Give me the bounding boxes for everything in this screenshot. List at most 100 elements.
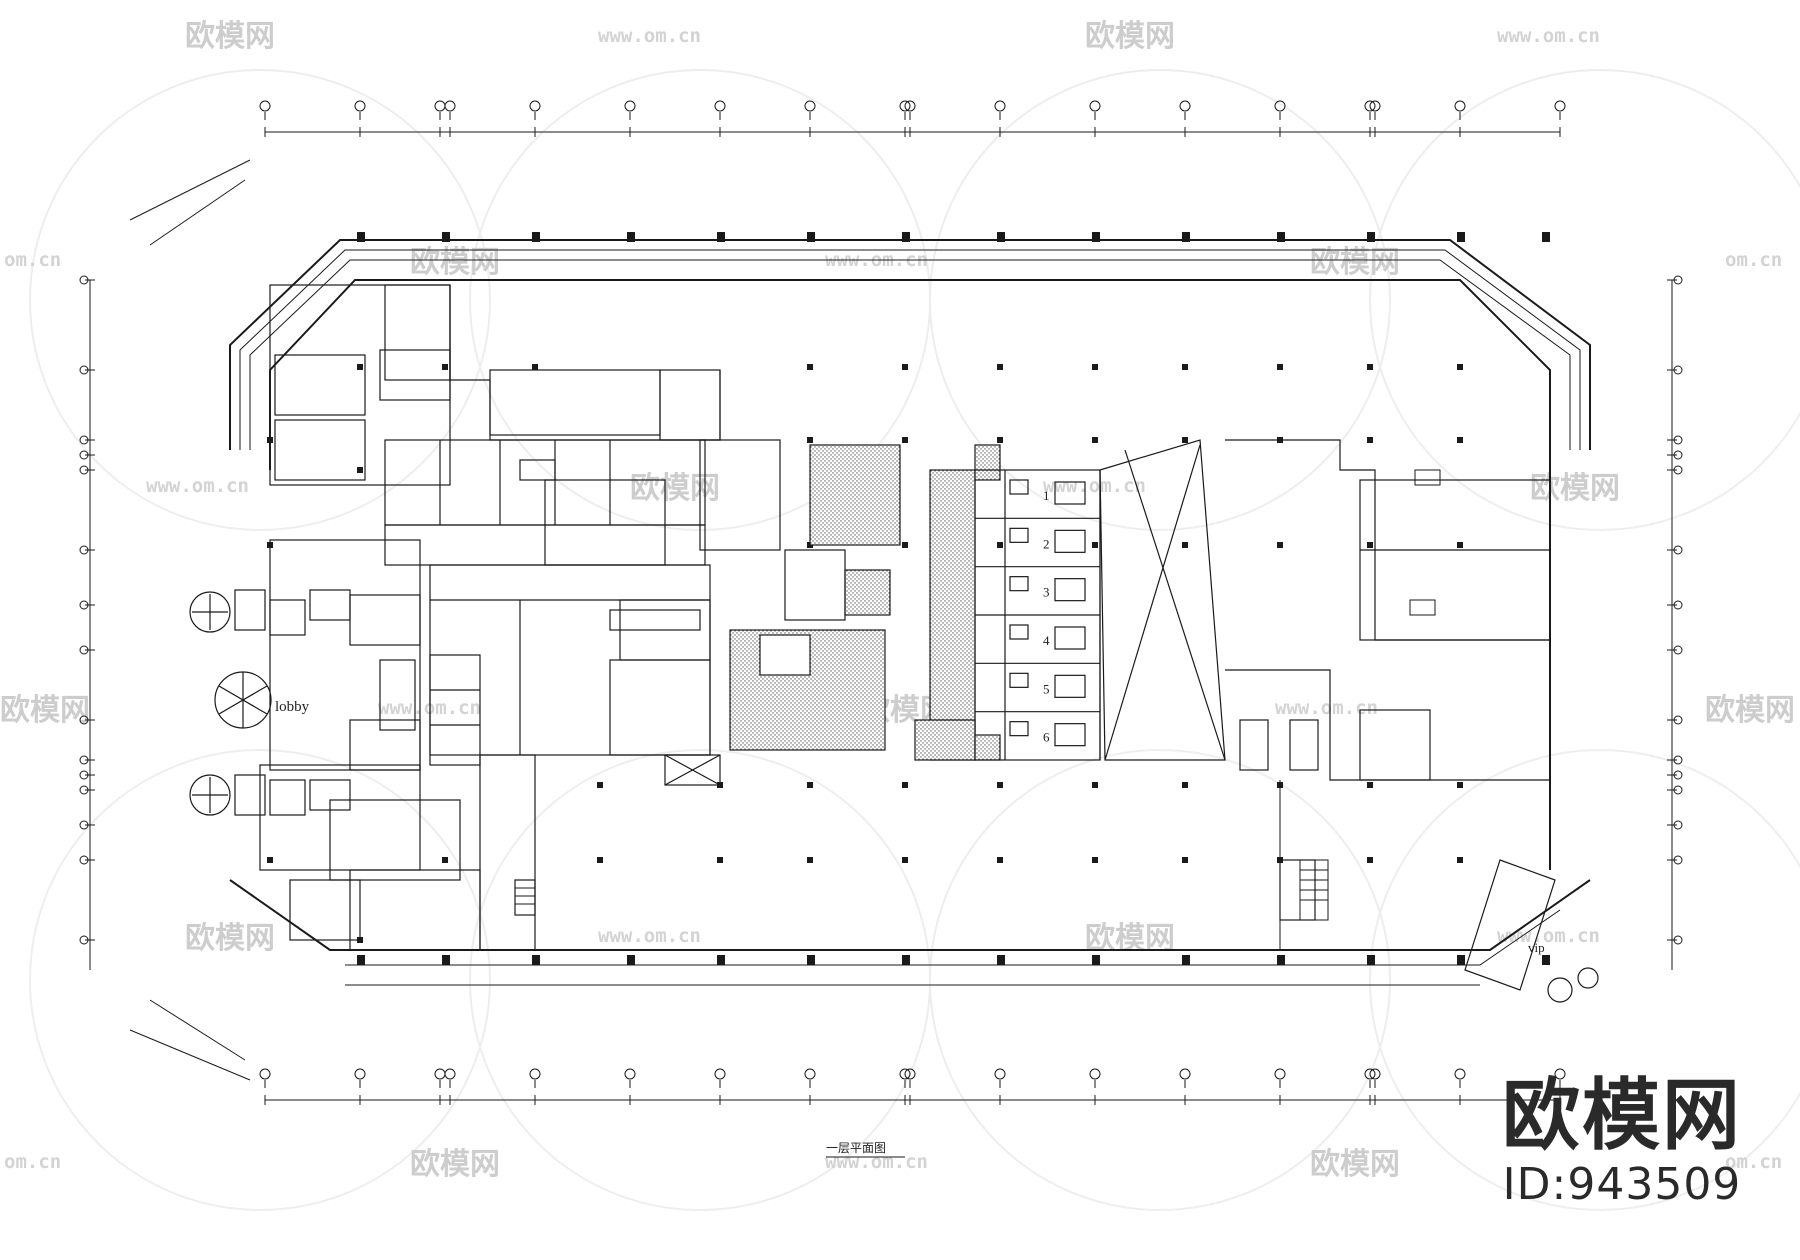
- column: [1182, 782, 1188, 788]
- axis-bubble: [444, 1068, 456, 1080]
- axis-bubble: [1369, 1068, 1381, 1080]
- column: [1367, 542, 1373, 548]
- column: [902, 857, 908, 863]
- axis-bubble: [79, 275, 89, 285]
- axis-bubble: [1179, 1068, 1191, 1080]
- axis-bubble: [1554, 100, 1566, 112]
- column-marker: [1277, 955, 1285, 965]
- column-marker: [1457, 232, 1465, 242]
- watermark-url: www.om.cn: [1043, 475, 1146, 497]
- axis-bubble: [1673, 820, 1683, 830]
- column: [1092, 364, 1098, 370]
- column-marker: [1182, 232, 1190, 242]
- column: [1457, 542, 1463, 548]
- axis-bubble: [1673, 715, 1683, 725]
- watermark-url: om.cn: [4, 1151, 61, 1173]
- column: [1182, 857, 1188, 863]
- axis-bubble: [79, 450, 89, 460]
- column-marker: [997, 955, 1005, 965]
- column: [1277, 364, 1283, 370]
- axis-bubble: [79, 755, 89, 765]
- axis-bubble: [624, 100, 636, 112]
- bed: [1054, 626, 1086, 650]
- column: [1457, 437, 1463, 443]
- axis-bubble: [1673, 855, 1683, 865]
- column-marker: [627, 232, 635, 242]
- axis-bubble: [79, 715, 89, 725]
- watermark-url: om.cn: [4, 249, 61, 271]
- watermark-brand: 欧模网: [1530, 471, 1620, 506]
- axis-bubble: [434, 100, 446, 112]
- axis-bubble: [79, 855, 89, 865]
- bed: [1054, 529, 1086, 553]
- axis-bubble: [899, 1068, 911, 1080]
- column: [902, 364, 908, 370]
- east-wing-partitions: [1225, 439, 1599, 1003]
- column: [902, 782, 908, 788]
- watermark-brand: 欧模网: [1310, 245, 1400, 280]
- column: [1367, 364, 1373, 370]
- axis-bubble: [994, 1068, 1006, 1080]
- axis-bubble: [1673, 785, 1683, 795]
- brand-id: ID:943509: [1502, 1159, 1742, 1210]
- axis-bubble: [1454, 1068, 1466, 1080]
- column: [997, 364, 1003, 370]
- column: [807, 364, 813, 370]
- column-marker: [357, 232, 365, 242]
- room-partitions: [259, 284, 781, 951]
- bed: [1054, 723, 1086, 747]
- column: [442, 364, 448, 370]
- room-number-label: 2: [1043, 536, 1050, 551]
- watermark-brand: 欧模网: [1705, 693, 1795, 728]
- column: [532, 364, 538, 370]
- axis-bubble: [1673, 545, 1683, 555]
- column: [807, 857, 813, 863]
- water-features: [664, 444, 1001, 786]
- axis-bubble: [434, 1068, 446, 1080]
- axis-bubble: [1673, 275, 1683, 285]
- column-marker: [1092, 232, 1100, 242]
- column: [902, 542, 908, 548]
- axis-bubble: [444, 100, 456, 112]
- axis-bubble: [714, 1068, 726, 1080]
- watermark-brand: 欧模网: [185, 921, 275, 956]
- column: [807, 437, 813, 443]
- building-envelope: [229, 239, 1591, 986]
- axis-bubble: [79, 645, 89, 655]
- axis-bubble: [1274, 1068, 1286, 1080]
- axis-bubble: [529, 1068, 541, 1080]
- column: [717, 857, 723, 863]
- axis-bubble: [79, 600, 89, 610]
- column-marker: [1457, 955, 1465, 965]
- axis-bubble: [1554, 1068, 1566, 1080]
- axis-bubble: [79, 365, 89, 375]
- column: [357, 467, 363, 473]
- axis-bubble: [1364, 1068, 1376, 1080]
- axis-bubble: [1274, 100, 1286, 112]
- bed: [1054, 674, 1086, 698]
- room-number-label: 3: [1043, 585, 1050, 600]
- column-marker: [717, 232, 725, 242]
- lobby-label: lobby: [275, 699, 310, 715]
- guest-room-block: [974, 469, 1101, 761]
- watermark-url: www.om.cn: [1497, 25, 1600, 47]
- axis-bubble: [354, 100, 366, 112]
- axis-bubble: [1369, 100, 1381, 112]
- watermark-brand: 欧模网: [1310, 1147, 1400, 1182]
- column: [1182, 437, 1188, 443]
- bathroom-fixture: [1009, 721, 1029, 737]
- watermark-brand: 欧模网: [1085, 19, 1175, 54]
- watermark-brand: 欧模网: [185, 19, 275, 54]
- axis-bubble: [79, 435, 89, 445]
- axis-bubble: [804, 100, 816, 112]
- column: [997, 542, 1003, 548]
- axis-bubble: [259, 100, 271, 112]
- axis-bubble: [79, 770, 89, 780]
- column: [1457, 364, 1463, 370]
- axis-bubble: [714, 100, 726, 112]
- axis-bubble: [1673, 935, 1683, 945]
- column: [597, 782, 603, 788]
- axis-bubble: [899, 100, 911, 112]
- column-marker: [442, 232, 450, 242]
